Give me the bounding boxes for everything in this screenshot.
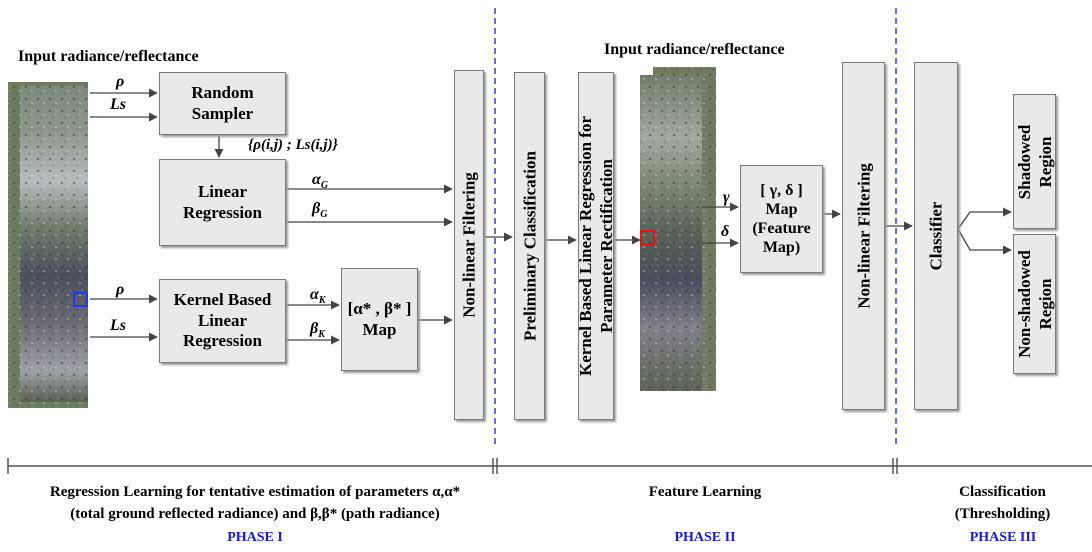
delta-label: δ [721, 223, 730, 240]
nonlinear-filtering-box-1: Non-linear Filtering [454, 70, 484, 420]
linear-regression-line1: Linear [197, 182, 248, 202]
random-sampler-box: Random Sampler [159, 72, 286, 135]
feature-map-line3: (Feature [752, 220, 811, 237]
beta-g-label: βG [312, 200, 328, 221]
classifier-box: Classifier [914, 62, 958, 410]
phase-timeline [7, 458, 1092, 474]
alpha-k-label: αK [310, 286, 326, 307]
sample-pixel-marker-red [640, 230, 655, 245]
kernel-regression-box: Kernel Based Linear Regression [159, 279, 286, 363]
kernel-regression-line2: Linear [197, 310, 248, 330]
kernel-rectification-box: Kernel Based Linear Regression for Param… [576, 72, 616, 420]
kernel-regression-line3: Regression [182, 331, 262, 351]
sample-pixel-marker-blue [73, 292, 88, 307]
rho-label: ρ [116, 73, 125, 90]
alpha-beta-map-box: [α* , β* ] Map [341, 268, 418, 371]
phase1-label: PHASE I [227, 530, 283, 545]
rho-label-2: ρ [116, 281, 125, 298]
feature-map-line4: Map) [762, 239, 801, 257]
phase1-description: Regression Learning for tentative estima… [49, 484, 461, 522]
phase3-label: PHASE III [969, 530, 1037, 545]
phase2-description: Feature Learning [648, 484, 762, 500]
shadowed-region-label: Shadowed Region [1014, 124, 1055, 199]
phase3-description: Classification (Thresholding) [954, 484, 1051, 522]
ls-label-2: Ls [110, 317, 126, 334]
kernel-rectification-label: Kernel Based Linear Regression for Param… [575, 115, 616, 377]
nonshadowed-region-box: Non-shadowed Region [1013, 234, 1056, 374]
nonlinear-filtering-label-1: Non-linear Filtering [459, 172, 479, 318]
phase2-input-image [640, 67, 716, 391]
sample-set-label: {ρ(i,j) ; Ls(i,j)} [248, 137, 338, 153]
phase3-arrows [957, 207, 1012, 255]
nonshadowed-region-label: Non-shadowed Region [1014, 250, 1055, 358]
feature-map-box: [ γ, δ ] Map (Feature Map) [740, 165, 823, 273]
feature-map-line2: Map [765, 200, 798, 218]
phase2-input-label: Input radiance/reflectance [604, 41, 785, 58]
phase2-arrows [545, 202, 913, 248]
random-sampler-label: Random Sampler [191, 83, 254, 123]
shadowed-region-box: Shadowed Region [1013, 94, 1056, 229]
preliminary-classification-label: Preliminary Classification [519, 151, 539, 341]
alpha-g-label: αG [312, 171, 329, 192]
linear-regression-line2: Regression [182, 202, 262, 222]
nonlinear-filtering-box-2: Non-linear Filtering [842, 62, 885, 410]
phase1-input-label: Input radiance/reflectance [18, 48, 199, 65]
preliminary-classification-box: Preliminary Classification [514, 72, 545, 420]
feature-map-line1: [ γ, δ ] [760, 181, 803, 199]
kernel-regression-line1: Kernel Based [173, 290, 272, 310]
alpha-beta-map-line2: Map [362, 319, 397, 339]
linear-regression-box: Linear Regression [159, 159, 286, 246]
nonlinear-filtering-label-2: Non-linear Filtering [853, 163, 873, 309]
gamma-label: γ [723, 189, 730, 206]
phase1-arrows [90, 88, 513, 345]
beta-k-label: βK [310, 320, 325, 341]
alpha-beta-map-line1: [α* , β* ] [347, 299, 412, 319]
phase2-label: PHASE II [674, 530, 736, 545]
phase1-input-image [8, 82, 88, 408]
classifier-label: Classifier [926, 201, 946, 271]
ls-label: Ls [110, 96, 126, 113]
